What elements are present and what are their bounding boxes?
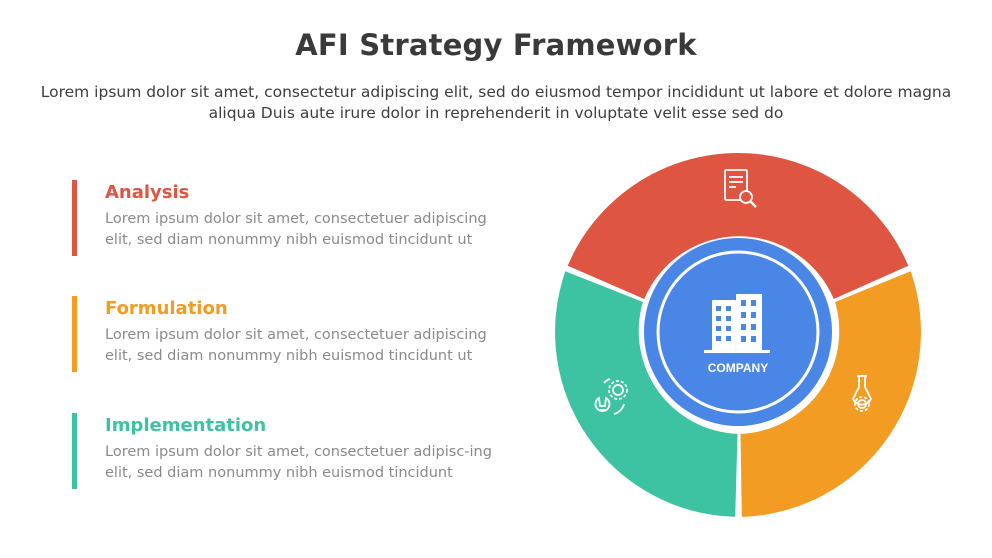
implementation-description: Lorem ipsum dolor sit amet, consectetuer… [105, 444, 492, 481]
company-label: COMPANY [708, 361, 768, 375]
flask-gear-icon [851, 375, 873, 412]
analysis-accent-bar [72, 180, 77, 256]
implementation-heading: Implementation [105, 415, 267, 436]
page-title: AFI Strategy Framework [295, 28, 697, 62]
formulation-segment [555, 271, 738, 517]
analysis-description: Lorem ipsum dolor sit amet, consectetuer… [105, 211, 487, 248]
implementation-segment [740, 271, 921, 517]
building-icon [704, 294, 770, 353]
center-inner-ring [656, 250, 820, 414]
formulation-accent-bar [72, 296, 77, 372]
formulation-heading: Formulation [105, 298, 228, 319]
analysis-heading: Analysis [105, 182, 190, 203]
cycle-diagram: COMPANY [555, 152, 921, 517]
analysis-segment [567, 152, 909, 299]
lightbulb-gear-cycle-icon [594, 378, 628, 415]
formulation-description: Lorem ipsum dolor sit amet, consectetuer… [105, 327, 487, 364]
implementation-accent-bar [72, 413, 77, 489]
page-subtitle: Lorem ipsum dolor sit amet, consectetur … [40, 83, 952, 122]
document-magnifier-icon [724, 169, 757, 208]
